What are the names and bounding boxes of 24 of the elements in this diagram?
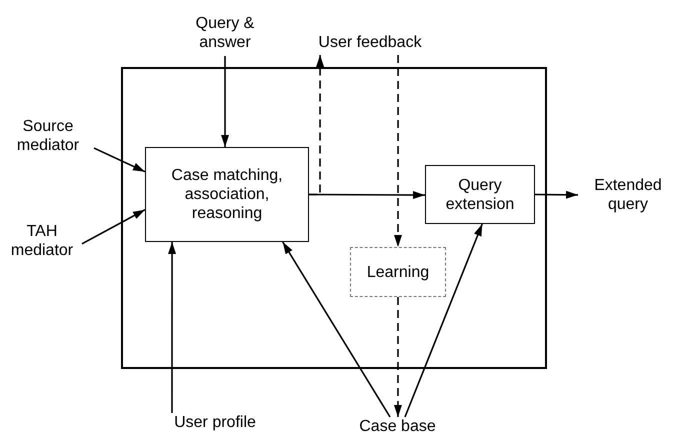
flow-label: TAH mediator <box>10 222 74 260</box>
flow-label: Case base <box>358 417 437 436</box>
flow-label: User profile <box>173 413 257 432</box>
arrow <box>221 56 230 147</box>
flow-label: Source mediator <box>16 117 80 155</box>
dashed-arrow <box>394 297 402 417</box>
box-label: Case matching, association, reasoning <box>170 166 284 223</box>
dashed-process-box <box>350 247 446 297</box>
system-frame <box>121 67 547 369</box>
process-box <box>145 147 309 242</box>
dashed-arrow <box>309 55 324 196</box>
process-box <box>425 165 535 224</box>
arrow <box>168 242 176 413</box>
arrow <box>282 242 391 418</box>
arrow <box>82 209 146 245</box>
box-label: Query extension <box>444 176 516 214</box>
arrow <box>404 224 483 418</box>
box-label: Learning <box>366 262 430 282</box>
dashed-arrow <box>394 55 402 247</box>
arrow <box>535 190 578 199</box>
flow-label: Query & answer <box>194 14 256 52</box>
flow-label: User feedback <box>317 33 423 52</box>
flow-label: Extended query <box>593 176 663 214</box>
arrow <box>94 147 146 172</box>
